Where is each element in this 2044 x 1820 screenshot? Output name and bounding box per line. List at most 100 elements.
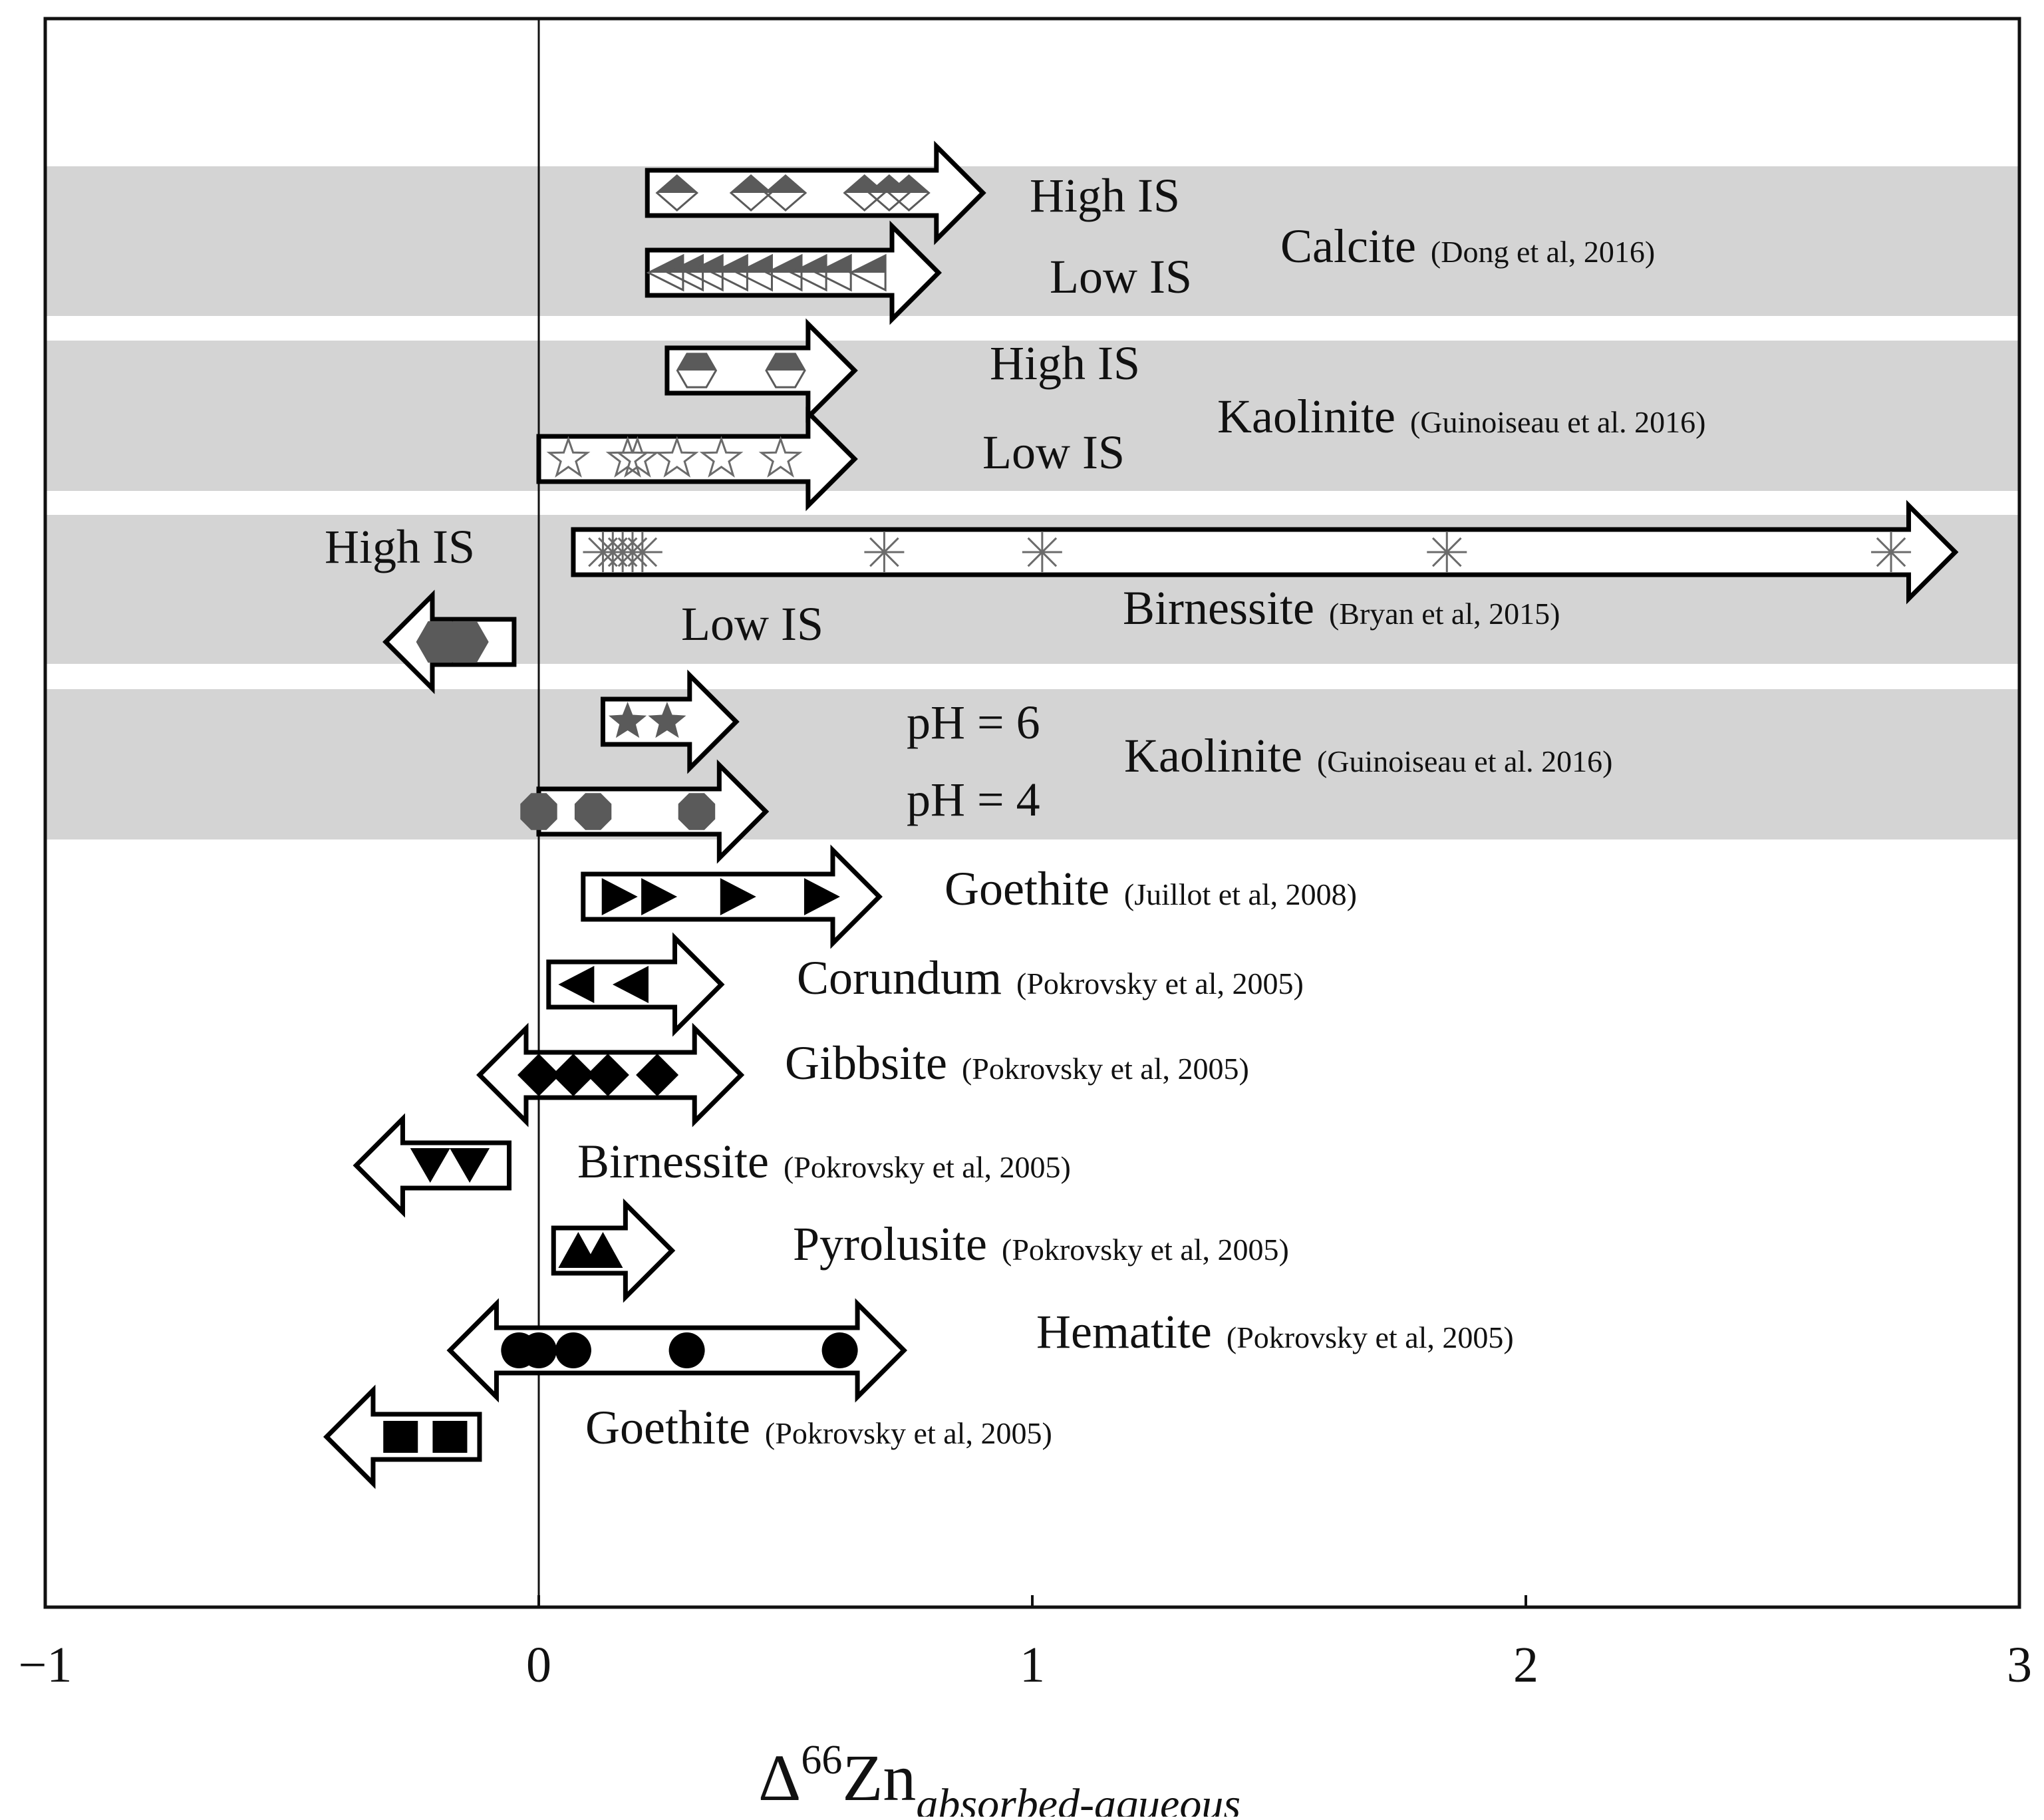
band-3-row-1-point-0	[520, 793, 557, 830]
entry-6-point-0	[383, 1421, 418, 1453]
entry-5-point-4-shape	[821, 1332, 858, 1368]
band-2-row-0-point-4-ray-3	[627, 537, 658, 567]
label-birnessite-pokrovsky: Birnessite(Pokrovsky et al, 2005)	[577, 1135, 1071, 1188]
band-2-row-0-point-6-ray-3	[1027, 537, 1058, 567]
band-1-row-1-point-3-shape	[655, 436, 699, 478]
label-corundum: Corundum(Pokrovsky et al, 2005)	[797, 951, 1304, 1004]
band-0-row-0-point-5-top	[889, 176, 929, 193]
entry-5-point-2-shape	[555, 1332, 591, 1368]
label-kaolinite-is: Kaolinite(Guinoiseau et al. 2016)	[1217, 390, 1705, 443]
band-1-row-1-arrow	[536, 406, 858, 512]
band-0-row-0-point-5	[887, 174, 931, 212]
band-1-row-1-point-0-shape	[546, 436, 591, 478]
band-0-row-0-point-0-outline	[655, 174, 699, 212]
entry-3-point-0	[410, 1148, 450, 1183]
label-gibbsite: Gibbsite(Pokrovsky et al, 2005)	[785, 1036, 1249, 1090]
entry-0-point-3-shape	[803, 878, 840, 915]
band-1-row-1-point-2	[615, 436, 660, 478]
entry-4-point-1-shape	[583, 1232, 623, 1268]
band-3	[45, 689, 2019, 839]
band-2-row-0-point-5	[864, 532, 905, 572]
entry-5-point-3	[668, 1332, 705, 1368]
entry-6-point-0-shape	[383, 1421, 418, 1453]
entry-2-point-3	[636, 1054, 679, 1096]
band-3-row-0-point-0	[609, 702, 647, 738]
band-2-row-0-arrow	[571, 500, 1959, 605]
label-hematite: Hematite(Pokrovsky et al, 2005)	[1036, 1305, 1514, 1358]
entry-0-point-2	[720, 878, 756, 915]
label-birnessite-high-is: High IS	[325, 520, 475, 573]
entry-5-point-2	[555, 1332, 591, 1368]
entry-1-point-0-shape	[558, 966, 595, 1003]
entry-2-point-1	[551, 1054, 595, 1096]
band-2-row-0-point-7-ray-3	[1432, 537, 1462, 567]
label-birnessite-bryan: Birnessite(Bryan et al, 2015)	[1123, 581, 1560, 635]
band-1-row-0-point-0	[676, 353, 718, 388]
band-3-row-1-point-2-shape	[678, 793, 716, 830]
band-0-row-1-point-8-outline	[848, 253, 887, 292]
label-kaolinite-ph4: pH = 4	[907, 773, 1040, 826]
entry-0-point-0-shape	[601, 878, 638, 915]
label-goethite-pokrovsky: Goethite(Pokrovsky et al, 2005)	[585, 1401, 1052, 1454]
entry-2-point-2-shape	[586, 1054, 629, 1096]
band-3-row-0-point-0-shape	[609, 702, 647, 738]
band-2-row-0-point-4	[622, 532, 662, 572]
label-calcite-high-is: High IS	[1030, 169, 1180, 222]
band-2-row-0-point-7	[1427, 532, 1467, 572]
band-3-row-1-arrow	[536, 759, 770, 864]
label-kaolinite-ph6: pH = 6	[907, 696, 1040, 749]
band-0-row-0-point-0-top	[657, 176, 697, 193]
entry-0-point-0	[601, 878, 638, 915]
band-1-row-0-point-1-top	[767, 353, 804, 371]
band-3-row-1-point-1-shape	[574, 793, 612, 830]
entry-1-point-1-shape	[612, 966, 649, 1003]
band-2-row-1-point-1	[440, 621, 489, 663]
label-pyrolusite: Pyrolusite(Pokrovsky et al, 2005)	[793, 1217, 1289, 1271]
band-1-row-1-point-0	[546, 436, 591, 478]
band-1-row-1-point-5-shape	[758, 436, 803, 478]
band-1-row-0-point-0-outline	[676, 353, 718, 388]
entry-2-point-0-shape	[517, 1054, 560, 1096]
band-0-row-0-point-1	[729, 174, 773, 212]
band-3-row-1-point-1	[574, 793, 612, 830]
band-0-row-0-point-1-outline	[729, 174, 773, 212]
band-1-row-1-point-4-shape	[699, 436, 744, 478]
band-1	[45, 341, 2019, 491]
band-1-row-1-point-2-shape	[615, 436, 660, 478]
x-tick-label-2: 1	[1020, 1637, 1045, 1693]
entry-2-point-0	[517, 1054, 560, 1096]
entry-6-point-1-shape	[432, 1421, 468, 1453]
label-kaolinite-high-is: High IS	[990, 337, 1140, 390]
label-birnessite-low-is: Low IS	[681, 597, 823, 651]
label-calcite-low-is: Low IS	[1050, 250, 1192, 303]
band-2-row-0-point-8-ray-3	[1876, 537, 1906, 567]
entry-0-point-3	[803, 878, 840, 915]
band-0-row-0-point-1-top	[731, 176, 772, 193]
x-tick-label-1: 0	[526, 1637, 551, 1693]
entry-5-point-4	[821, 1332, 858, 1368]
entry-0-point-2-shape	[720, 878, 756, 915]
entry-2-point-2	[586, 1054, 629, 1096]
x-tick-label-4: 3	[2007, 1637, 2032, 1693]
band-1-row-0-point-1	[765, 353, 806, 388]
band-1-row-1-point-5	[758, 436, 803, 478]
entry-0-point-1-shape	[641, 878, 678, 915]
band-0-row-0-point-5-outline	[887, 174, 931, 212]
band-3-row-0-point-1	[648, 702, 686, 738]
band-0-row-0-point-2	[764, 174, 807, 212]
band-0-row-0-point-2-outline	[764, 174, 807, 212]
entry-0-point-1	[641, 878, 678, 915]
entry-1-point-0	[558, 966, 595, 1003]
band-2-row-0-point-6	[1022, 532, 1062, 572]
band-1-row-1-point-4	[699, 436, 744, 478]
x-tick-label-0: −1	[19, 1637, 73, 1693]
band-2-row-0-point-5-ray-3	[869, 537, 899, 567]
band-0	[45, 166, 2019, 316]
entry-3-point-1	[450, 1148, 490, 1183]
band-1-row-0-point-1-outline	[765, 353, 806, 388]
band-2-row-1-point-1-shape	[440, 621, 489, 663]
entry-5-point-3-shape	[668, 1332, 705, 1368]
band-3-row-0-point-1-shape	[648, 702, 686, 738]
band-3-row-1-point-2	[678, 793, 716, 830]
